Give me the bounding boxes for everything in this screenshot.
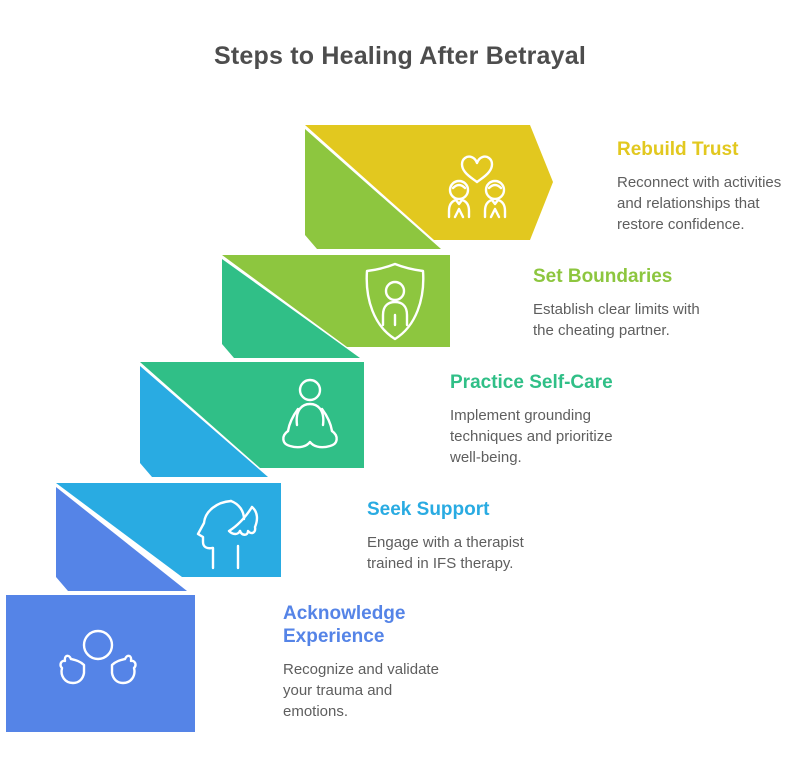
step-3-title: Practice Self-Care [450,372,613,393]
step-5-fold [305,129,441,249]
step-2-text-block: Seek Support Engage with a therapist tra… [367,499,543,574]
step-2-description: Engage with a therapist trained in IFS t… [367,533,524,573]
hands-holding-head-icon [59,629,137,685]
step-4-band [222,255,450,347]
page-title: Steps to Healing After Betrayal [213,42,587,70]
step-4-text-block: Set Boundaries Establish clear limits wi… [533,266,721,341]
step-5-title: Rebuild Trust [617,139,739,160]
step-5-description: Reconnect with activities and relationsh… [617,173,782,234]
step-2-fold [56,487,187,591]
step-3-text-block: Practice Self-Care Implement grounding t… [450,372,628,469]
step-2-title: Seek Support [367,499,490,520]
step-4-title: Set Boundaries [533,266,673,287]
step-1-description: Recognize and validate your trauma and e… [283,660,439,721]
step-4-fold [222,259,360,358]
meditation-person-icon [282,378,338,449]
step-3-description: Implement grounding techniques and prior… [450,406,613,467]
step-1-title: Acknowledge Experience [283,603,406,647]
couple-heart-icon [447,155,507,219]
step-2-band [56,483,281,577]
step-3-fold [140,366,268,477]
step-5-text-block: Rebuild Trust Reconnect with activities … [617,139,797,236]
shield-person-icon [365,262,425,341]
step-3-band [140,362,364,468]
step-1-text-block: Acknowledge Experience Recognize and val… [283,603,445,722]
step-4-description: Establish clear limits with the cheating… [533,300,700,340]
step-1-band [6,595,195,732]
hand-on-head-icon [196,499,259,570]
step-5-band [305,125,553,240]
